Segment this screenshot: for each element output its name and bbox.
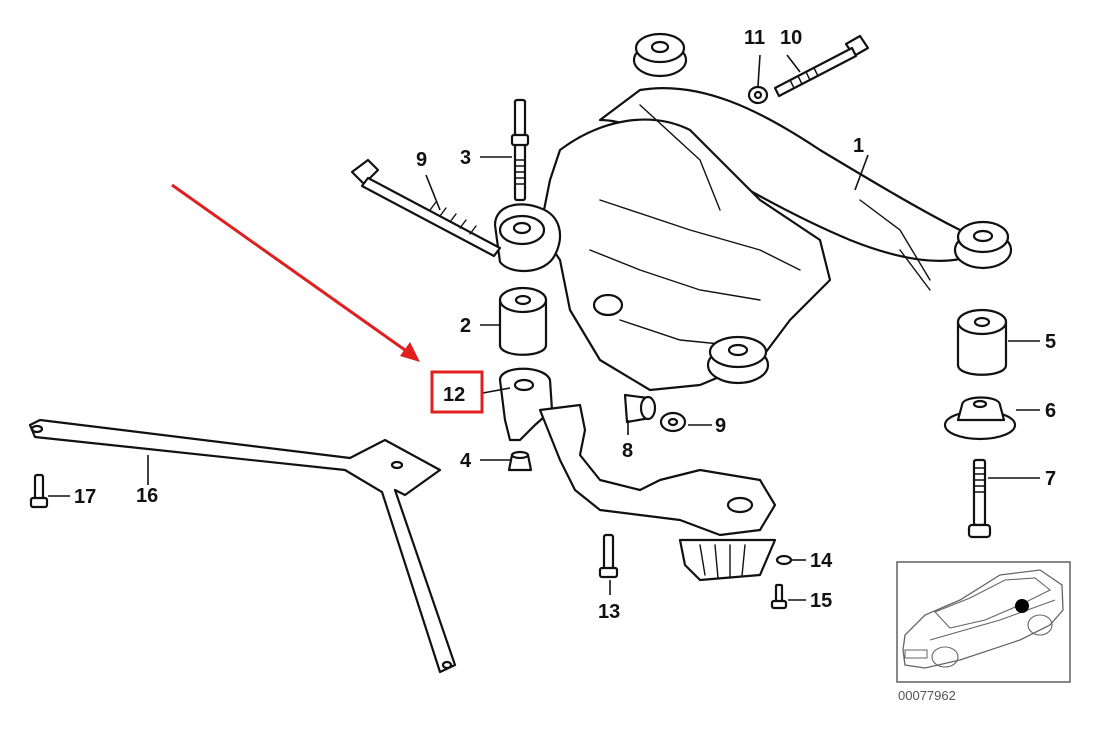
callout-15[interactable]: 15: [810, 590, 832, 612]
callout-11[interactable]: 11: [744, 27, 765, 49]
callout-2[interactable]: 2: [460, 315, 471, 337]
washer-9: [659, 411, 687, 433]
bush-8: [623, 393, 657, 424]
location-marker-icon: [1015, 599, 1029, 613]
bolt-13: [598, 533, 619, 579]
callout-17[interactable]: 17: [74, 486, 96, 508]
bolt-17: [29, 473, 49, 509]
highlight-annotation: [171, 183, 484, 414]
callout-labels: 1 2 3 4 5 6 7 8 9 9 10 11 12 13 14 15 16…: [74, 27, 1056, 623]
callout-9-lower[interactable]: 9: [715, 415, 726, 437]
callout-13[interactable]: 13: [598, 601, 620, 623]
callout-3[interactable]: 3: [460, 147, 471, 169]
highlight-arrow: [171, 183, 413, 357]
washer-11: [747, 85, 769, 105]
callout-9-upper[interactable]: 9: [416, 149, 427, 171]
callout-10[interactable]: 10: [780, 27, 802, 49]
bolt-9-long: [350, 158, 502, 258]
callout-12[interactable]: 12: [443, 384, 465, 406]
highlight-box: [430, 370, 484, 414]
callout-14[interactable]: 14: [810, 550, 833, 572]
callout-5[interactable]: 5: [1045, 331, 1056, 353]
vehicle-inset: 00077962: [896, 561, 1071, 703]
bolt-15: [770, 583, 788, 610]
callout-16[interactable]: 16: [136, 485, 158, 507]
leader-lines: [48, 54, 1040, 601]
inset-reference-number: 00077962: [898, 688, 956, 703]
callout-8[interactable]: 8: [622, 440, 633, 462]
mount-6: [943, 396, 1017, 441]
arrow-head-icon: [400, 342, 420, 362]
callout-4[interactable]: 4: [460, 450, 472, 472]
car-silhouette-icon: [902, 569, 1064, 669]
bolt-3: [510, 98, 530, 202]
bush-2: [498, 286, 548, 356]
nut-4: [507, 450, 533, 472]
bracket-12: [498, 367, 554, 442]
rear-subframe: [493, 32, 1013, 392]
callout-6[interactable]: 6: [1045, 400, 1056, 422]
lower-bracket: [538, 403, 793, 582]
callout-7[interactable]: 7: [1045, 468, 1056, 490]
bolt-7: [967, 458, 992, 539]
bush-5: [956, 308, 1008, 376]
callout-1[interactable]: 1: [853, 135, 864, 157]
strut-brace-16: [28, 418, 457, 674]
bolt-10: [773, 34, 870, 98]
